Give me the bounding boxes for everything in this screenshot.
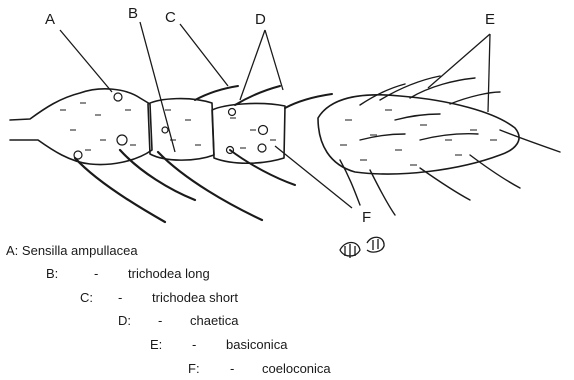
legend-term: trichodea short bbox=[152, 290, 238, 305]
legend-key: B: bbox=[46, 266, 58, 281]
legend-key: A: bbox=[6, 243, 18, 258]
legend-term: trichodea long bbox=[128, 266, 210, 281]
legend-term: basiconica bbox=[226, 337, 287, 352]
sensilla-basiconica bbox=[340, 76, 560, 215]
legend-term: coeloconica bbox=[262, 361, 331, 376]
legend-dash: - bbox=[230, 361, 234, 376]
antenna-distal-club bbox=[318, 95, 519, 174]
callout-b-label: B bbox=[128, 6, 138, 22]
legend-term: Sensilla ampullacea bbox=[22, 243, 138, 258]
callout-e-label: E bbox=[485, 12, 495, 28]
antenna-third-segment bbox=[212, 103, 285, 163]
legend-term: chaetica bbox=[190, 313, 238, 328]
coeloconica-detail bbox=[340, 237, 384, 258]
legend-dash: - bbox=[158, 313, 162, 328]
callout-f-label: F bbox=[362, 210, 371, 226]
sensilla-trichodea-long bbox=[75, 150, 262, 222]
antenna-middle-segment bbox=[148, 99, 214, 161]
legend-key: F: bbox=[188, 361, 200, 376]
sensilla-chaetica bbox=[230, 94, 332, 185]
legend-row-a: A: Sensilla ampullacea bbox=[6, 243, 138, 258]
legend-key: E: bbox=[150, 337, 162, 352]
legend-key: C: bbox=[80, 290, 93, 305]
callout-c-label: C bbox=[165, 10, 176, 26]
legend-dash: - bbox=[192, 337, 196, 352]
legend-dash: - bbox=[118, 290, 122, 305]
callout-d-label: D bbox=[255, 12, 266, 28]
callout-a-label: A bbox=[45, 12, 55, 28]
legend-dash: - bbox=[94, 266, 98, 281]
legend-key: D: bbox=[118, 313, 131, 328]
